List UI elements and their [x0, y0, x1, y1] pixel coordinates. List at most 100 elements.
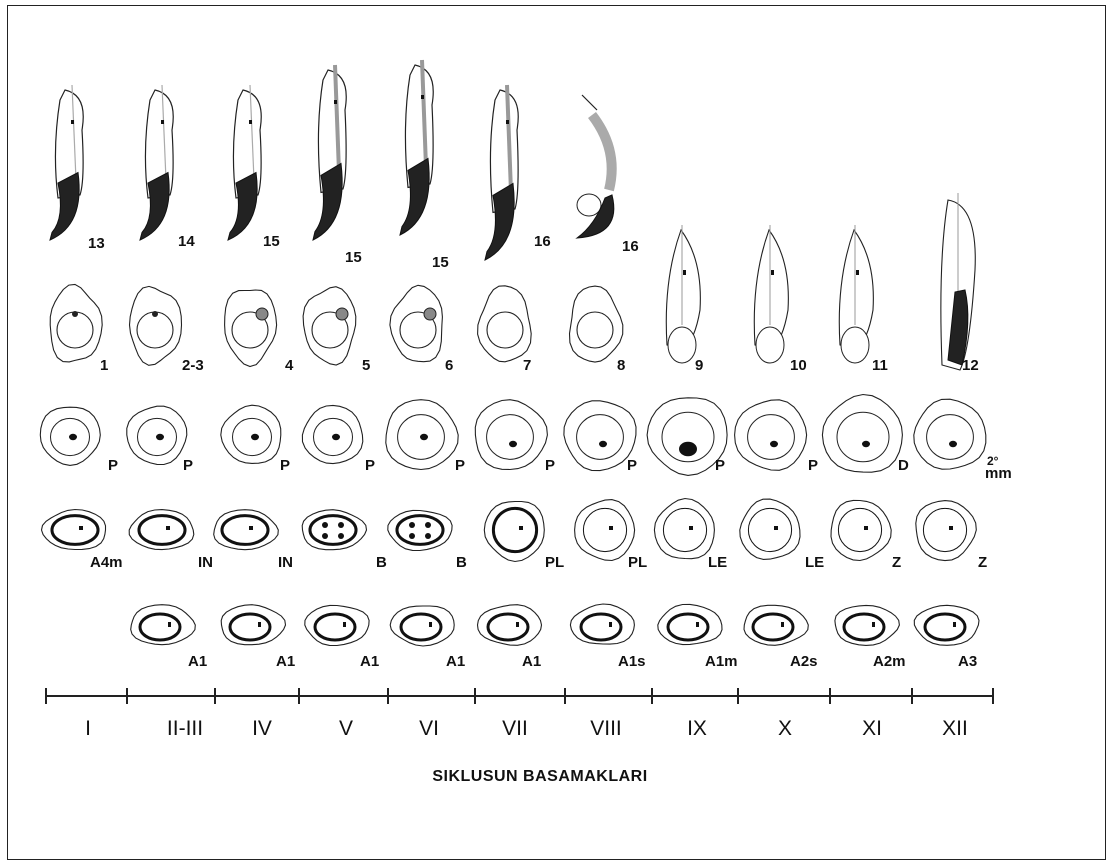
- nucleus: [487, 415, 534, 460]
- stage-label: X: [778, 717, 792, 740]
- spermatogonium-a: [835, 605, 900, 645]
- cell-type-label: P: [455, 457, 465, 474]
- heterochromatin-spot: [409, 533, 415, 539]
- nucleolus: [519, 526, 523, 530]
- cell-type-label: A1: [522, 653, 541, 670]
- germ-cell: [214, 510, 279, 550]
- cell-type-label: B: [376, 554, 387, 571]
- nucleus: [583, 508, 626, 551]
- nucleus: [756, 327, 784, 363]
- nucleolus: [689, 526, 693, 530]
- acrosome-dot: [683, 270, 686, 275]
- spermatogonium-a: [478, 605, 542, 646]
- germ-cell: [302, 510, 366, 550]
- cell-number-label: 16: [622, 238, 639, 255]
- nucleus: [925, 614, 965, 640]
- cell-type-label: A1: [446, 653, 465, 670]
- cell-number-label: 6: [445, 357, 453, 374]
- nucleus: [137, 312, 173, 348]
- spermatid-cell: [941, 193, 975, 370]
- stage-label: IV: [252, 717, 272, 740]
- nucleolus: [774, 526, 778, 530]
- nucleolus: [516, 622, 519, 627]
- stage-label: I: [85, 717, 91, 740]
- cell-number-label: 2-3: [182, 357, 204, 374]
- cell-type-label: P: [365, 457, 375, 474]
- axis-title: SIKLUSUN BASAMAKLARI: [432, 768, 647, 785]
- elongated-spermatid-cell: [485, 85, 518, 260]
- heterochromatin-spot: [322, 522, 328, 528]
- acrosomal-granule: [424, 308, 436, 320]
- spermatocyte-cell: [221, 405, 281, 463]
- round-spermatid-row: 12-3456789101112: [50, 193, 978, 374]
- cell-type-label: P: [715, 457, 725, 474]
- spermatocyte-cell: [386, 400, 458, 470]
- cell-type-label: A2s: [790, 653, 818, 670]
- nucleus: [668, 614, 708, 640]
- spermatocyte-cell: [822, 395, 902, 473]
- spermatogonium-a: [914, 605, 979, 645]
- nucleolus: [509, 441, 517, 447]
- acrosome-dot: [161, 120, 164, 124]
- cell-number-label: 15: [263, 233, 280, 250]
- acrosome-dot: [249, 120, 252, 124]
- nucleus-dark: [228, 173, 257, 241]
- spermatogonium-a: [658, 604, 722, 644]
- nucleus: [837, 412, 889, 462]
- proacrosomal-granule: [152, 311, 158, 317]
- cell-type-label: A1: [188, 653, 207, 670]
- proacrosomal-granule: [72, 311, 78, 317]
- spermatid-cell: [130, 286, 182, 365]
- cell-type-label: PL: [545, 554, 564, 571]
- spermatocyte-cell: [564, 401, 636, 471]
- spermatocyte-cell: [475, 400, 547, 470]
- spermatogonium-a: [305, 605, 369, 645]
- stage-label: IX: [687, 717, 707, 740]
- spermatogonium-a: [570, 604, 634, 644]
- spermatid-cell: [666, 225, 700, 363]
- nucleus: [668, 327, 696, 363]
- nucleus: [397, 516, 443, 545]
- nucleolus: [69, 434, 77, 440]
- spermatocyte-cell: [914, 399, 986, 469]
- acrosomal-granule: [256, 308, 268, 320]
- cell-number-label: 11: [872, 357, 888, 374]
- nucleus: [139, 516, 185, 545]
- intermediate-cell-row: A4mININBBPLPLLELEZZ: [42, 499, 988, 572]
- nucleolus: [258, 622, 261, 627]
- cell-type-label: A1m: [705, 653, 738, 670]
- spermatogonium-a: [744, 605, 808, 645]
- elongated-spermatid-cell: [140, 85, 173, 240]
- cell-type-label: A3: [958, 653, 977, 670]
- nucleolus: [679, 442, 697, 456]
- nucleolus: [864, 526, 868, 530]
- nucleus: [222, 516, 268, 545]
- nucleus: [315, 614, 355, 640]
- nucleus-dark: [313, 164, 342, 241]
- nucleus: [401, 614, 441, 640]
- cell-type-label: P: [183, 457, 193, 474]
- cell-type-label: B: [456, 554, 467, 571]
- cell-number-label: 14: [178, 233, 195, 250]
- nucleus: [841, 327, 869, 363]
- germ-cell: [484, 502, 544, 562]
- spermatid-cell: [225, 290, 277, 367]
- spermatogonium-a: [390, 606, 454, 646]
- nucleus: [927, 415, 974, 460]
- cell-type-label: P: [108, 457, 118, 474]
- nucleolus: [949, 526, 953, 530]
- heterochromatin-spot: [409, 522, 415, 528]
- acrosome-dot: [506, 120, 509, 124]
- cell-number-label: 12: [962, 357, 979, 374]
- heterochromatin-spot: [338, 533, 344, 539]
- spermatid-cell: [50, 284, 102, 362]
- cell-number-label: 8: [617, 357, 625, 374]
- nucleolus: [949, 441, 957, 447]
- acrosome-dot: [771, 270, 774, 275]
- heterochromatin-spot: [425, 522, 431, 528]
- cell-type-label: A1: [360, 653, 379, 670]
- elongated-spermatid-cell: [228, 85, 261, 240]
- germ-cell: [916, 501, 977, 561]
- germ-cell: [654, 499, 714, 559]
